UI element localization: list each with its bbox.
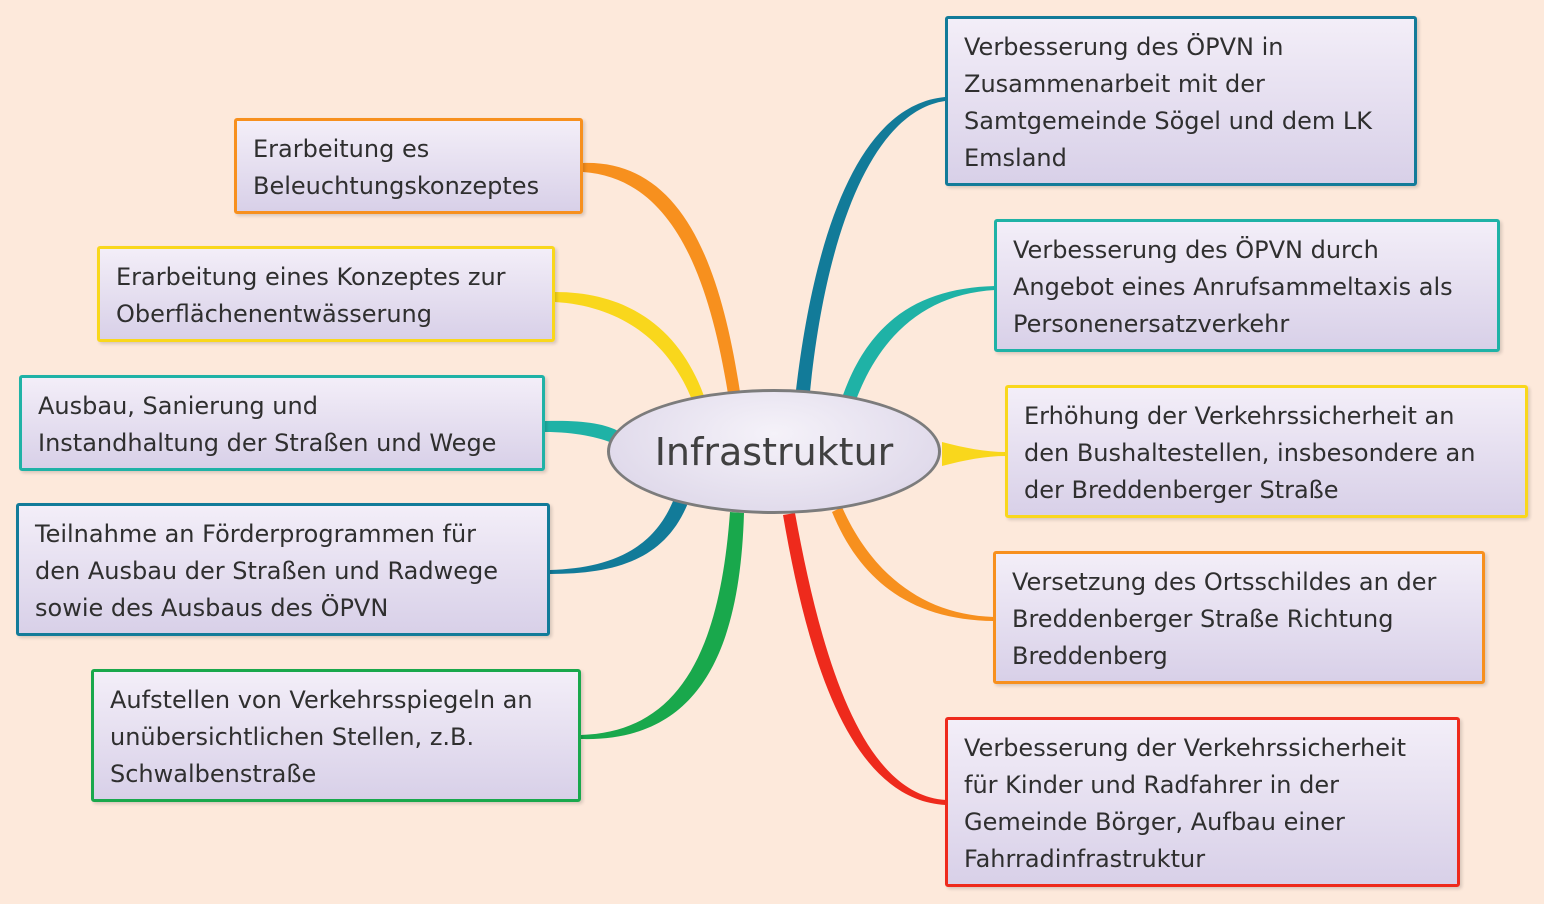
branch-n1: [583, 162, 740, 394]
branch-n9: [832, 507, 994, 621]
branch-n6: [796, 97, 945, 392]
branch-n5: [581, 512, 744, 740]
topic-fahrradinfrastruktur[interactable]: Verbesserung der Verkehrssicherheit für …: [945, 717, 1460, 887]
branch-n10: [783, 513, 946, 805]
topic-oepvn-zusammenarbeit[interactable]: Verbesserung des ÖPVN in Zusammenarbeit …: [945, 16, 1417, 186]
topic-strassen-wege[interactable]: Ausbau, Sanierung und Instandhaltung der…: [19, 375, 545, 471]
topic-oberflaechenentwaesserung[interactable]: Erarbeitung eines Konzeptes zur Oberfläc…: [97, 246, 555, 342]
branch-n3: [545, 420, 620, 444]
branch-n2: [555, 292, 704, 400]
branch-n7: [843, 286, 995, 400]
topic-foerderprogramme[interactable]: Teilnahme an Förderprogrammen für den Au…: [16, 503, 550, 636]
topic-beleuchtungskonzept[interactable]: Erarbeitung es Beleuchtungskonzeptes: [234, 118, 583, 214]
branch-n4: [550, 496, 688, 574]
topic-verkehrsspiegel[interactable]: Aufstellen von Verkehrsspiegeln an unübe…: [91, 669, 581, 802]
central-topic-label: Infrastruktur: [654, 429, 894, 474]
topic-anrufsammeltaxi[interactable]: Verbesserung des ÖPVN durch Angebot eine…: [994, 219, 1500, 352]
central-topic[interactable]: Infrastruktur: [607, 389, 941, 514]
topic-ortsschild[interactable]: Versetzung des Ortsschildes an der Bredd…: [993, 551, 1485, 684]
topic-bushaltestellen[interactable]: Erhöhung der Verkehrssicherheit an den B…: [1005, 385, 1528, 518]
branch-n8: [942, 442, 1006, 466]
